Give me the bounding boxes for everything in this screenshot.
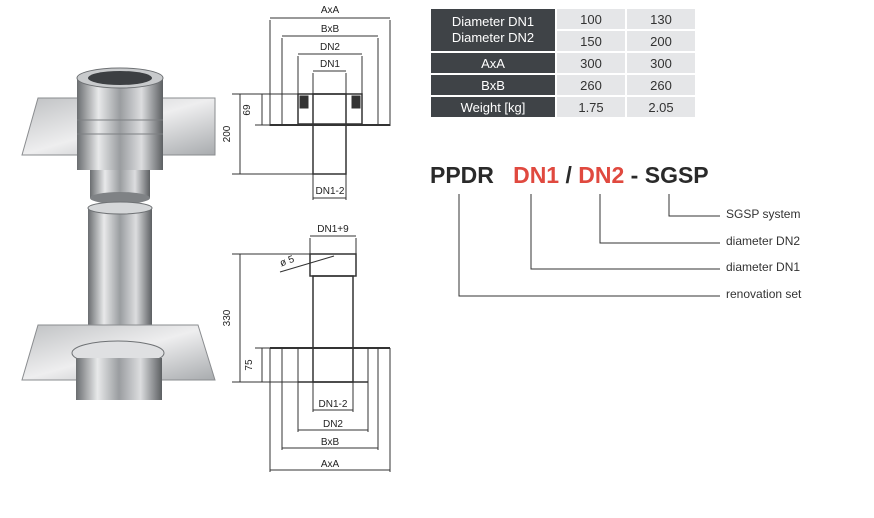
table-row: BxB 260 260 [431,75,695,95]
table-cell: 150 [557,31,625,51]
table-cell: 260 [557,75,625,95]
code-dash: - [630,162,639,188]
top-h200-label: 200 [222,125,233,142]
table-cell: 2.05 [625,97,695,117]
row-label: Weight [kg] [431,97,557,117]
top-bxb-label: BxB [321,24,340,35]
diameter-dn2-label: Diameter DN2 [451,30,535,45]
label-renovation-set: renovation set [726,287,802,301]
technical-drawing: AxA BxB DN2 DN1 DN1-2 69 200 DN1+9 ø 5 3… [222,5,391,472]
bottom-phi5-label: ø 5 [278,254,296,269]
row-label: AxA [431,53,557,73]
label-sgsp-system: SGSP system [726,207,801,221]
product-photo [21,67,216,400]
table-cell: 130 [625,9,695,29]
top-dn1m2-label: DN1-2 [316,186,345,197]
spec-table: Diameter DN1 Diameter DN2 100 130 150 20… [431,7,695,119]
code-prefix: PPDR [430,162,494,188]
table-cell: 300 [625,53,695,73]
label-diameter-dn1: diameter DN1 [726,260,801,274]
bottom-h330-label: 330 [222,309,233,326]
diameter-dn1-label: Diameter DN1 [451,14,535,29]
table-cell: 100 [557,9,625,29]
table-cell: 200 [625,31,695,51]
row-label: BxB [431,75,557,95]
bottom-dn2-label: DN2 [323,419,343,430]
table-row: 150 200 [431,31,695,51]
bottom-dn1m2-label: DN1-2 [319,399,348,410]
table-row: AxA 300 300 [431,53,695,73]
table-cell: 300 [557,53,625,73]
table-row: Weight [kg] 1.75 2.05 [431,97,695,117]
code-slash: / [565,162,572,188]
bottom-dn1p9-label: DN1+9 [317,224,349,235]
label-diameter-dn2: diameter DN2 [726,234,801,248]
table-row: Diameter DN1 Diameter DN2 100 130 [431,9,695,51]
diameter-header: Diameter DN1 Diameter DN2 [431,9,557,51]
product-code: PPDR DN1 / DN2 - SGSP [430,162,709,189]
bottom-axa-label: AxA [321,459,340,470]
code-dn1: DN1 [513,162,560,188]
table-cell: 1.75 [557,97,625,117]
top-h69-label: 69 [242,104,253,116]
bottom-h75-label: 75 [244,359,255,371]
top-dn2-label: DN2 [320,42,340,53]
top-dn1-label: DN1 [320,59,340,70]
top-axa-label: AxA [321,5,340,16]
code-dn2: DN2 [578,162,625,188]
bottom-bxb-label: BxB [321,437,340,448]
table-cell: 260 [625,75,695,95]
code-suffix: SGSP [644,162,709,188]
